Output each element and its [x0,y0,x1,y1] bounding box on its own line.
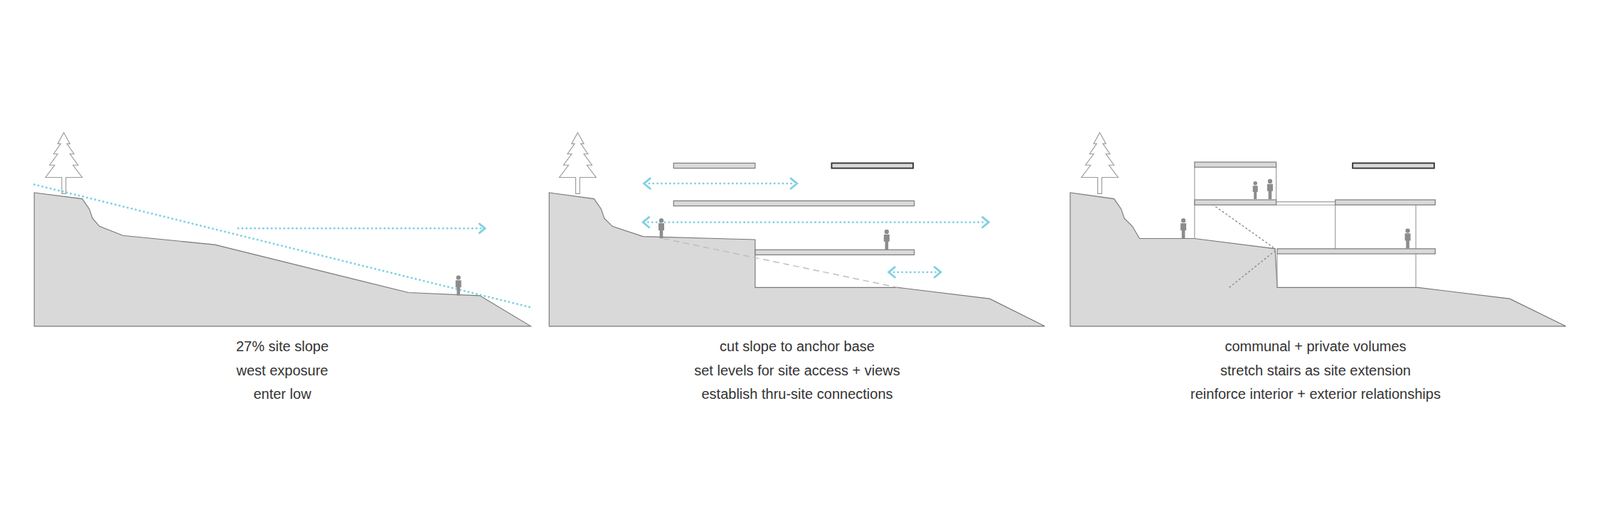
arrow-head [478,223,485,234]
ground [1070,192,1566,327]
view-arrow [238,227,485,230]
view-arrow [893,270,936,274]
caption-line: cut slope to anchor base [719,337,875,355]
wall [1415,204,1416,288]
arrow-head [642,216,989,227]
caption-line: enter low [253,385,311,403]
person [658,218,665,239]
tree [559,132,597,194]
slab [1194,162,1277,168]
caption-line: set levels for site access + views [694,361,901,380]
caption-line: stretch stairs as site extension [1220,361,1411,380]
slab [755,249,915,255]
wall [1275,166,1277,200]
caption-line: west exposure [236,361,329,380]
person [883,229,890,251]
bridge [1276,204,1336,206]
view-arrow [647,221,984,224]
person [1252,181,1258,200]
original-slope [663,238,899,288]
slab [1277,248,1436,254]
person [1405,228,1411,249]
person [1267,179,1273,200]
slab [673,200,914,206]
slab [1352,162,1435,168]
wall [1276,253,1278,288]
person [455,275,462,296]
caption-line: 27% site slope [236,337,329,355]
caption-line: reinforce interior + exterior relationsh… [1190,385,1441,403]
view-arrow [649,182,793,185]
caption-line: communal + private volumes [1224,337,1406,355]
tree [45,132,83,194]
stair [1229,251,1276,288]
stair [1208,201,1276,249]
ground [34,192,531,327]
tree [1081,132,1119,194]
slab [831,162,914,168]
slab [673,162,756,168]
person [1180,218,1187,239]
caption-line: establish thru-site connections [701,385,893,403]
walls [1194,166,1416,288]
panel-three [1070,132,1566,326]
arrow-head [644,178,798,189]
ground [548,192,1045,327]
panel-two [548,132,1045,326]
exposure-line [34,184,533,308]
connection-arrows [642,178,989,278]
wall [1334,204,1336,249]
bridge [1276,201,1336,202]
arrow-head [888,267,941,278]
slab [1335,199,1436,205]
panel-one [34,132,533,326]
slab [1194,199,1277,205]
